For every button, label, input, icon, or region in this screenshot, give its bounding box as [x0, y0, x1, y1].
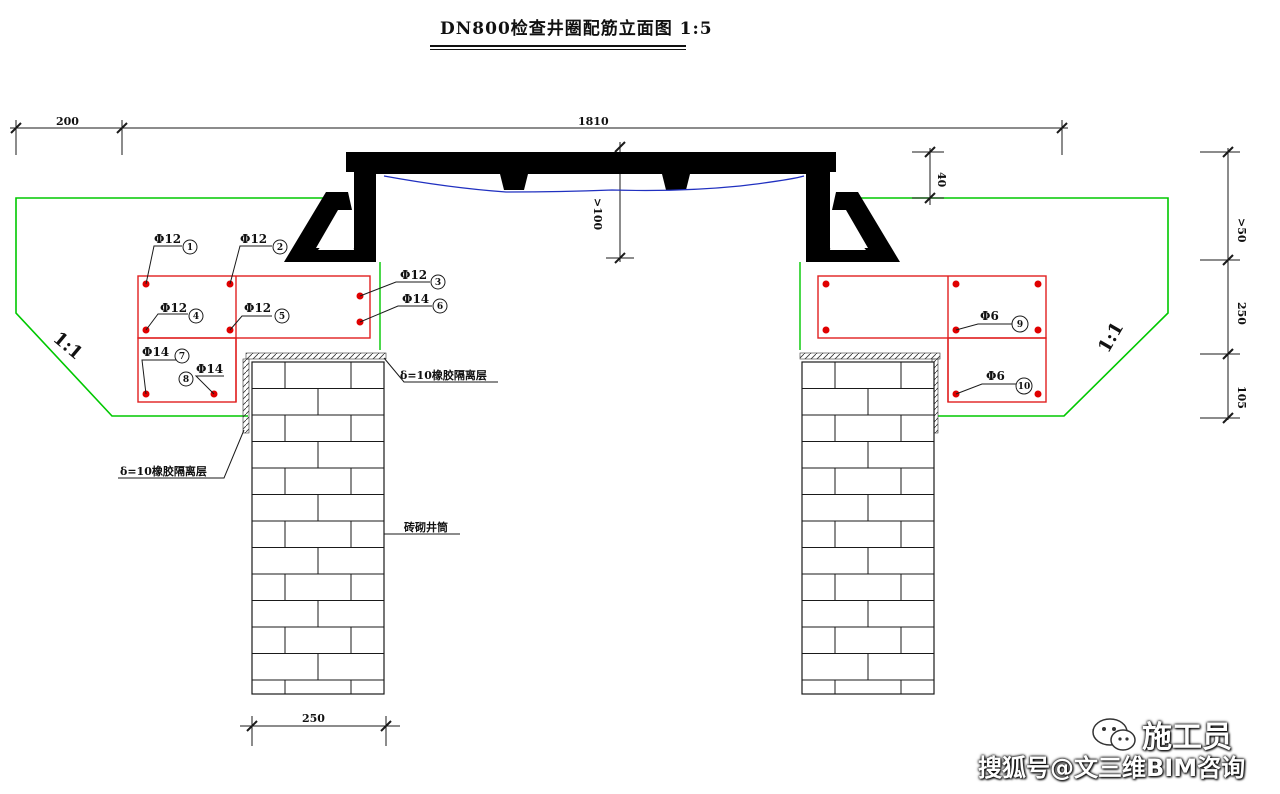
rebar-code-5: 5: [279, 312, 285, 322]
rebar-label-10: Φ6: [986, 369, 1005, 383]
watermark-brand: 施工员: [1142, 720, 1232, 755]
rebar-label-5: Φ12: [244, 301, 271, 315]
cover-inner-curve: [383, 175, 805, 193]
rebar-code-2: 2: [277, 243, 283, 253]
note-lower-isolation: δ=10橡胶隔离层: [120, 464, 207, 478]
rebar-code-1: 1: [187, 243, 193, 253]
dim-right-mid: 250: [1235, 302, 1248, 325]
cover-height-dimension: [912, 146, 944, 205]
rebar-label-8: Φ14: [196, 362, 223, 376]
left-brick-wall: [251, 361, 385, 695]
rebar-code-4: 4: [193, 312, 199, 322]
wall-width-dimension: [240, 716, 400, 746]
rebar-code-8: 8: [183, 375, 189, 385]
left-isolation-layer-side: [242, 358, 250, 434]
left-isolation-layer-top: [245, 352, 387, 360]
slope-right: 1:1: [1094, 319, 1128, 357]
chat-icon: [1092, 718, 1136, 751]
dim-right-top: >50: [1235, 218, 1248, 243]
manhole-cover: [284, 152, 900, 262]
note-upper-isolation: δ=10橡胶隔离层: [400, 368, 487, 382]
right-isolation-layer-top: [799, 352, 941, 360]
rebar-label-7: Φ14: [142, 345, 169, 359]
rebar-label-9: Φ6: [980, 309, 999, 323]
rebar-code-7: 7: [179, 352, 185, 362]
rebar-label-3: Φ12: [400, 268, 427, 282]
dim-right-low: 105: [1235, 386, 1248, 409]
title-underline: [430, 45, 686, 47]
dim-inner-depth: >100: [591, 198, 604, 231]
right-rebar-cage: [817, 275, 1047, 403]
dim-left-offset: 200: [56, 115, 79, 128]
note-brick-shaft: 砖砌井筒: [404, 520, 448, 534]
slope-left: 1:1: [49, 328, 87, 364]
right-dimension: [1200, 146, 1240, 424]
rebar-code-9: 9: [1017, 320, 1023, 330]
rebar-label-2: Φ12: [240, 232, 267, 246]
watermark-source: 搜狐号@文三维BIM咨询: [978, 754, 1246, 782]
dim-top-height: 40: [935, 172, 948, 188]
right-slope-outline: [840, 197, 1169, 417]
rebar-label-1: Φ12: [154, 232, 181, 246]
rebar-label-4: Φ12: [160, 301, 187, 315]
top-dimension: [10, 120, 1068, 155]
right-brick-wall: [801, 361, 935, 695]
brick-walls: [251, 361, 935, 695]
rebar-label-6: Φ14: [402, 292, 429, 306]
rebar-code-10: 10: [1018, 382, 1031, 392]
rebar-code-6: 6: [437, 302, 443, 312]
rebar-code-3: 3: [435, 278, 441, 288]
dim-total-width: 1810: [578, 115, 609, 128]
left-slope-outline: [15, 197, 346, 417]
right-rebar-dots: [822, 280, 1042, 398]
dim-wall-width: 250: [302, 712, 325, 725]
left-rebar-cage: [137, 275, 371, 403]
drawing-title: DN800检查井圈配筋立面图 1:5: [440, 19, 713, 39]
rebar-leaders: [141, 245, 1020, 395]
title-underline-thin: [430, 49, 686, 50]
note-leaders: [118, 357, 498, 535]
